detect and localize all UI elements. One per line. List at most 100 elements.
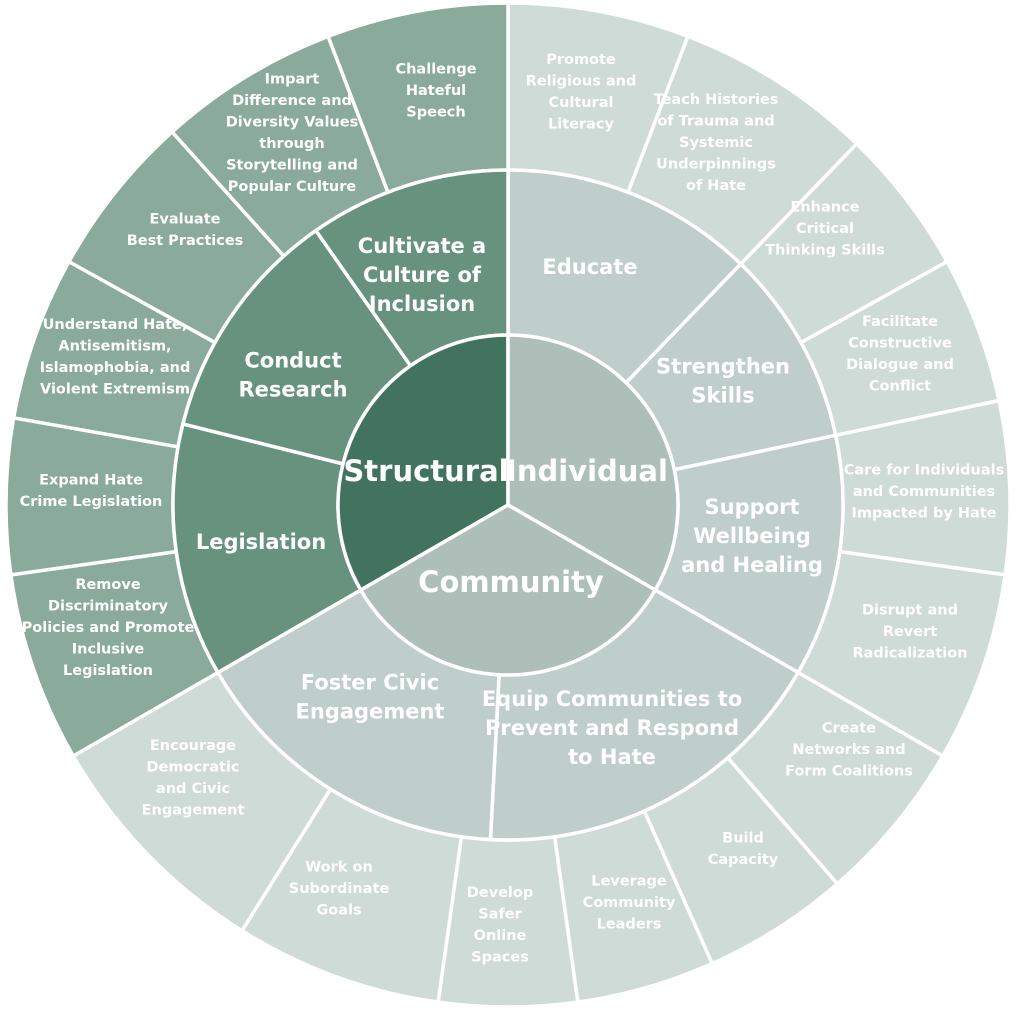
outer-label-understand-hate-line: Antisemitism, (58, 338, 171, 354)
outer-label-understand-hate-line: Understand Hate, (43, 317, 188, 333)
core-ring (336, 333, 680, 677)
outer-label-democratic-engagement-line: Engagement (142, 802, 245, 818)
outer-label-democratic-engagement-line: Democratic (147, 759, 240, 775)
outer-label-safer-online-line: Spaces (471, 949, 529, 965)
outer-label-care-individuals-line: and Communities (853, 484, 995, 500)
outer-label-understand-hate-line: Violent Extremism (40, 381, 190, 397)
outer-label-promote-literacy-line: Promote (546, 52, 616, 68)
middle-label-foster-civic-line: Engagement (296, 700, 445, 724)
outer-label-constructive-dialogue-line: Dialogue and (846, 357, 954, 373)
outer-label-subordinate-goals-line: Subordinate (289, 881, 390, 897)
outer-label-leverage-leaders-line: Community (583, 895, 676, 911)
outer-label-promote-literacy-line: Cultural (548, 95, 613, 111)
outer-label-teach-histories-line: Systemic (679, 135, 753, 151)
outer-label-understand-hate-line: Islamophobia, and (40, 360, 191, 376)
middle-label-educate: Educate (542, 255, 637, 279)
core-sector-community (358, 502, 658, 677)
outer-label-disrupt-radicalization-line: Revert (883, 624, 937, 640)
outer-label-constructive-dialogue-line: Constructive (848, 335, 952, 351)
middle-label-strengthen-skills-line: Strengthen (656, 355, 790, 379)
outer-label-safer-online-line: Safer (478, 906, 522, 922)
outer-label-critical-thinking-line: Enhance (790, 200, 859, 216)
outer-label-challenge-speech-line: Speech (406, 105, 465, 121)
outer-label-care-individuals-line: Care for Individuals (844, 463, 1005, 479)
core-label-individual: Individual (506, 454, 668, 488)
middle-label-cultivate-culture: Cultivate a Culture of Inclusion (358, 234, 486, 316)
middle-label-strengthen-skills-line: Skills (691, 384, 754, 408)
outer-label-build-capacity-line: Build (722, 830, 764, 846)
outer-label-challenge-speech-line: Challenge (395, 62, 476, 78)
middle-label-legislation: Legislation (196, 530, 326, 554)
outer-label-leverage-leaders-line: Leaders (597, 917, 662, 933)
middle-label-support-wellbeing-line: and Healing (681, 553, 823, 577)
outer-label-teach-histories-line: of Hate (686, 178, 746, 194)
outer-label-remove-policies-line: Inclusive (72, 642, 145, 658)
outer-label-evaluate-practices-line: Evaluate (150, 211, 221, 227)
middle-label-legislation-line: Legislation (196, 530, 326, 554)
outer-label-remove-policies-line: Legislation (63, 663, 153, 679)
middle-label-equip-communities-line: to Hate (568, 745, 656, 769)
outer-label-build-capacity-line: Capacity (708, 852, 779, 868)
outer-label-promote-literacy-line: Literacy (548, 116, 615, 132)
middle-label-support-wellbeing-line: Support (705, 495, 800, 519)
outer-label-impart-values-line: Popular Culture (228, 179, 357, 195)
middle-label-educate-line: Educate (542, 255, 637, 279)
middle-label-foster-civic-line: Foster Civic (301, 671, 439, 695)
outer-label-leverage-leaders-line: Leverage (591, 874, 667, 890)
outer-label-teach-histories-line: of Trauma and (657, 114, 774, 130)
core-label-structural: Structural (343, 454, 508, 488)
outer-label-subordinate-goals-line: Goals (316, 903, 361, 919)
outer-label-expand-legislation-line: Expand Hate (39, 472, 143, 488)
outer-label-impart-values-line: through (259, 136, 324, 152)
outer-label-remove-policies-line: Policies and Promote (22, 620, 195, 636)
middle-label-cultivate-culture-line: Inclusion (369, 292, 475, 316)
middle-label-conduct-research-line: Research (238, 378, 347, 402)
middle-label-equip-communities-line: Prevent and Respond (485, 716, 739, 740)
middle-label-cultivate-culture-line: Cultivate a (358, 234, 486, 258)
outer-label-impart-values-line: Difference and (232, 93, 352, 109)
outer-label-disrupt-radicalization-line: Radicalization (852, 646, 967, 662)
outer-label-create-networks-line: Form Coalitions (785, 764, 913, 780)
outer-label-understand-hate: Understand Hate, Antisemitism, Islamophobi… (40, 317, 191, 398)
outer-label-constructive-dialogue-line: Facilitate (862, 314, 938, 330)
outer-label-impart-values-line: Impart (265, 71, 320, 87)
middle-label-equip-communities-line: Equip Communities to (482, 687, 742, 711)
outer-label-democratic-engagement-line: Encourage (150, 738, 236, 754)
outer-ring (4, 1, 1012, 1009)
outer-label-critical-thinking-line: Critical (796, 221, 854, 237)
outer-label-democratic-engagement-line: and Civic (156, 781, 230, 797)
core-sector-structural (336, 333, 510, 593)
outer-label-create-networks-line: Create (822, 721, 876, 737)
outer-label-safer-online-line: Develop (467, 885, 533, 901)
core-sector-individual (506, 333, 680, 593)
outer-label-impart-values-line: Diversity Values (226, 114, 358, 130)
core-label-community: Community (418, 565, 604, 599)
outer-label-remove-policies-line: Remove (75, 577, 141, 593)
outer-label-challenge-speech-line: Hateful (406, 83, 466, 99)
outer-label-disrupt-radicalization-line: Disrupt and (862, 603, 958, 619)
outer-label-expand-legislation-line: Crime Legislation (20, 494, 163, 510)
middle-label-cultivate-culture-line: Culture of (363, 263, 482, 287)
outer-label-care-individuals-line: Impacted by Hate (851, 506, 996, 522)
middle-label-support-wellbeing-line: Wellbeing (693, 524, 811, 548)
